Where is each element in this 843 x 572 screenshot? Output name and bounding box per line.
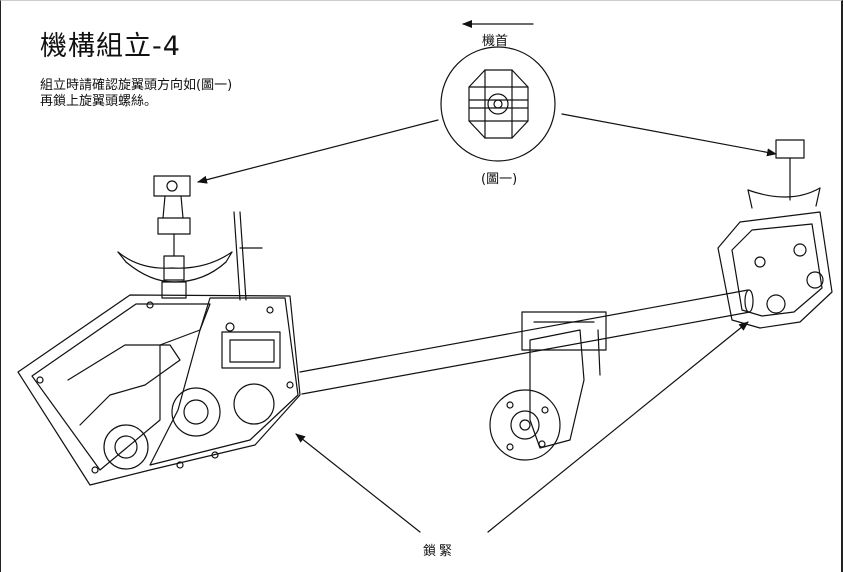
instruction-line-2: 再鎖上旋翼頭螺絲。 xyxy=(40,94,158,109)
lock-leader-left xyxy=(295,433,421,533)
figure-one-label: (圖一) xyxy=(481,172,518,187)
page-title: 機構組立-4 xyxy=(40,31,181,62)
main-frame xyxy=(17,294,301,486)
boom-mount-motor xyxy=(489,311,607,461)
lock-leader-right xyxy=(487,321,749,533)
instruction-line-1: 組立時請確認旋翼頭方向如(圖一) xyxy=(40,78,233,93)
instructions: 組立時請確認旋翼頭方向如(圖一) 再鎖上旋翼頭螺絲。 xyxy=(40,78,232,110)
tail-gearbox xyxy=(717,139,833,329)
lock-tight-label: 鎖緊 xyxy=(423,544,456,559)
detail-circle-figure-one xyxy=(440,46,556,162)
detail-leader-right xyxy=(561,113,777,157)
rotor-head-left xyxy=(117,175,263,301)
detail-leader-left xyxy=(197,119,439,184)
tail-boom xyxy=(299,289,754,395)
front-direction-label: 機首 xyxy=(482,34,509,49)
